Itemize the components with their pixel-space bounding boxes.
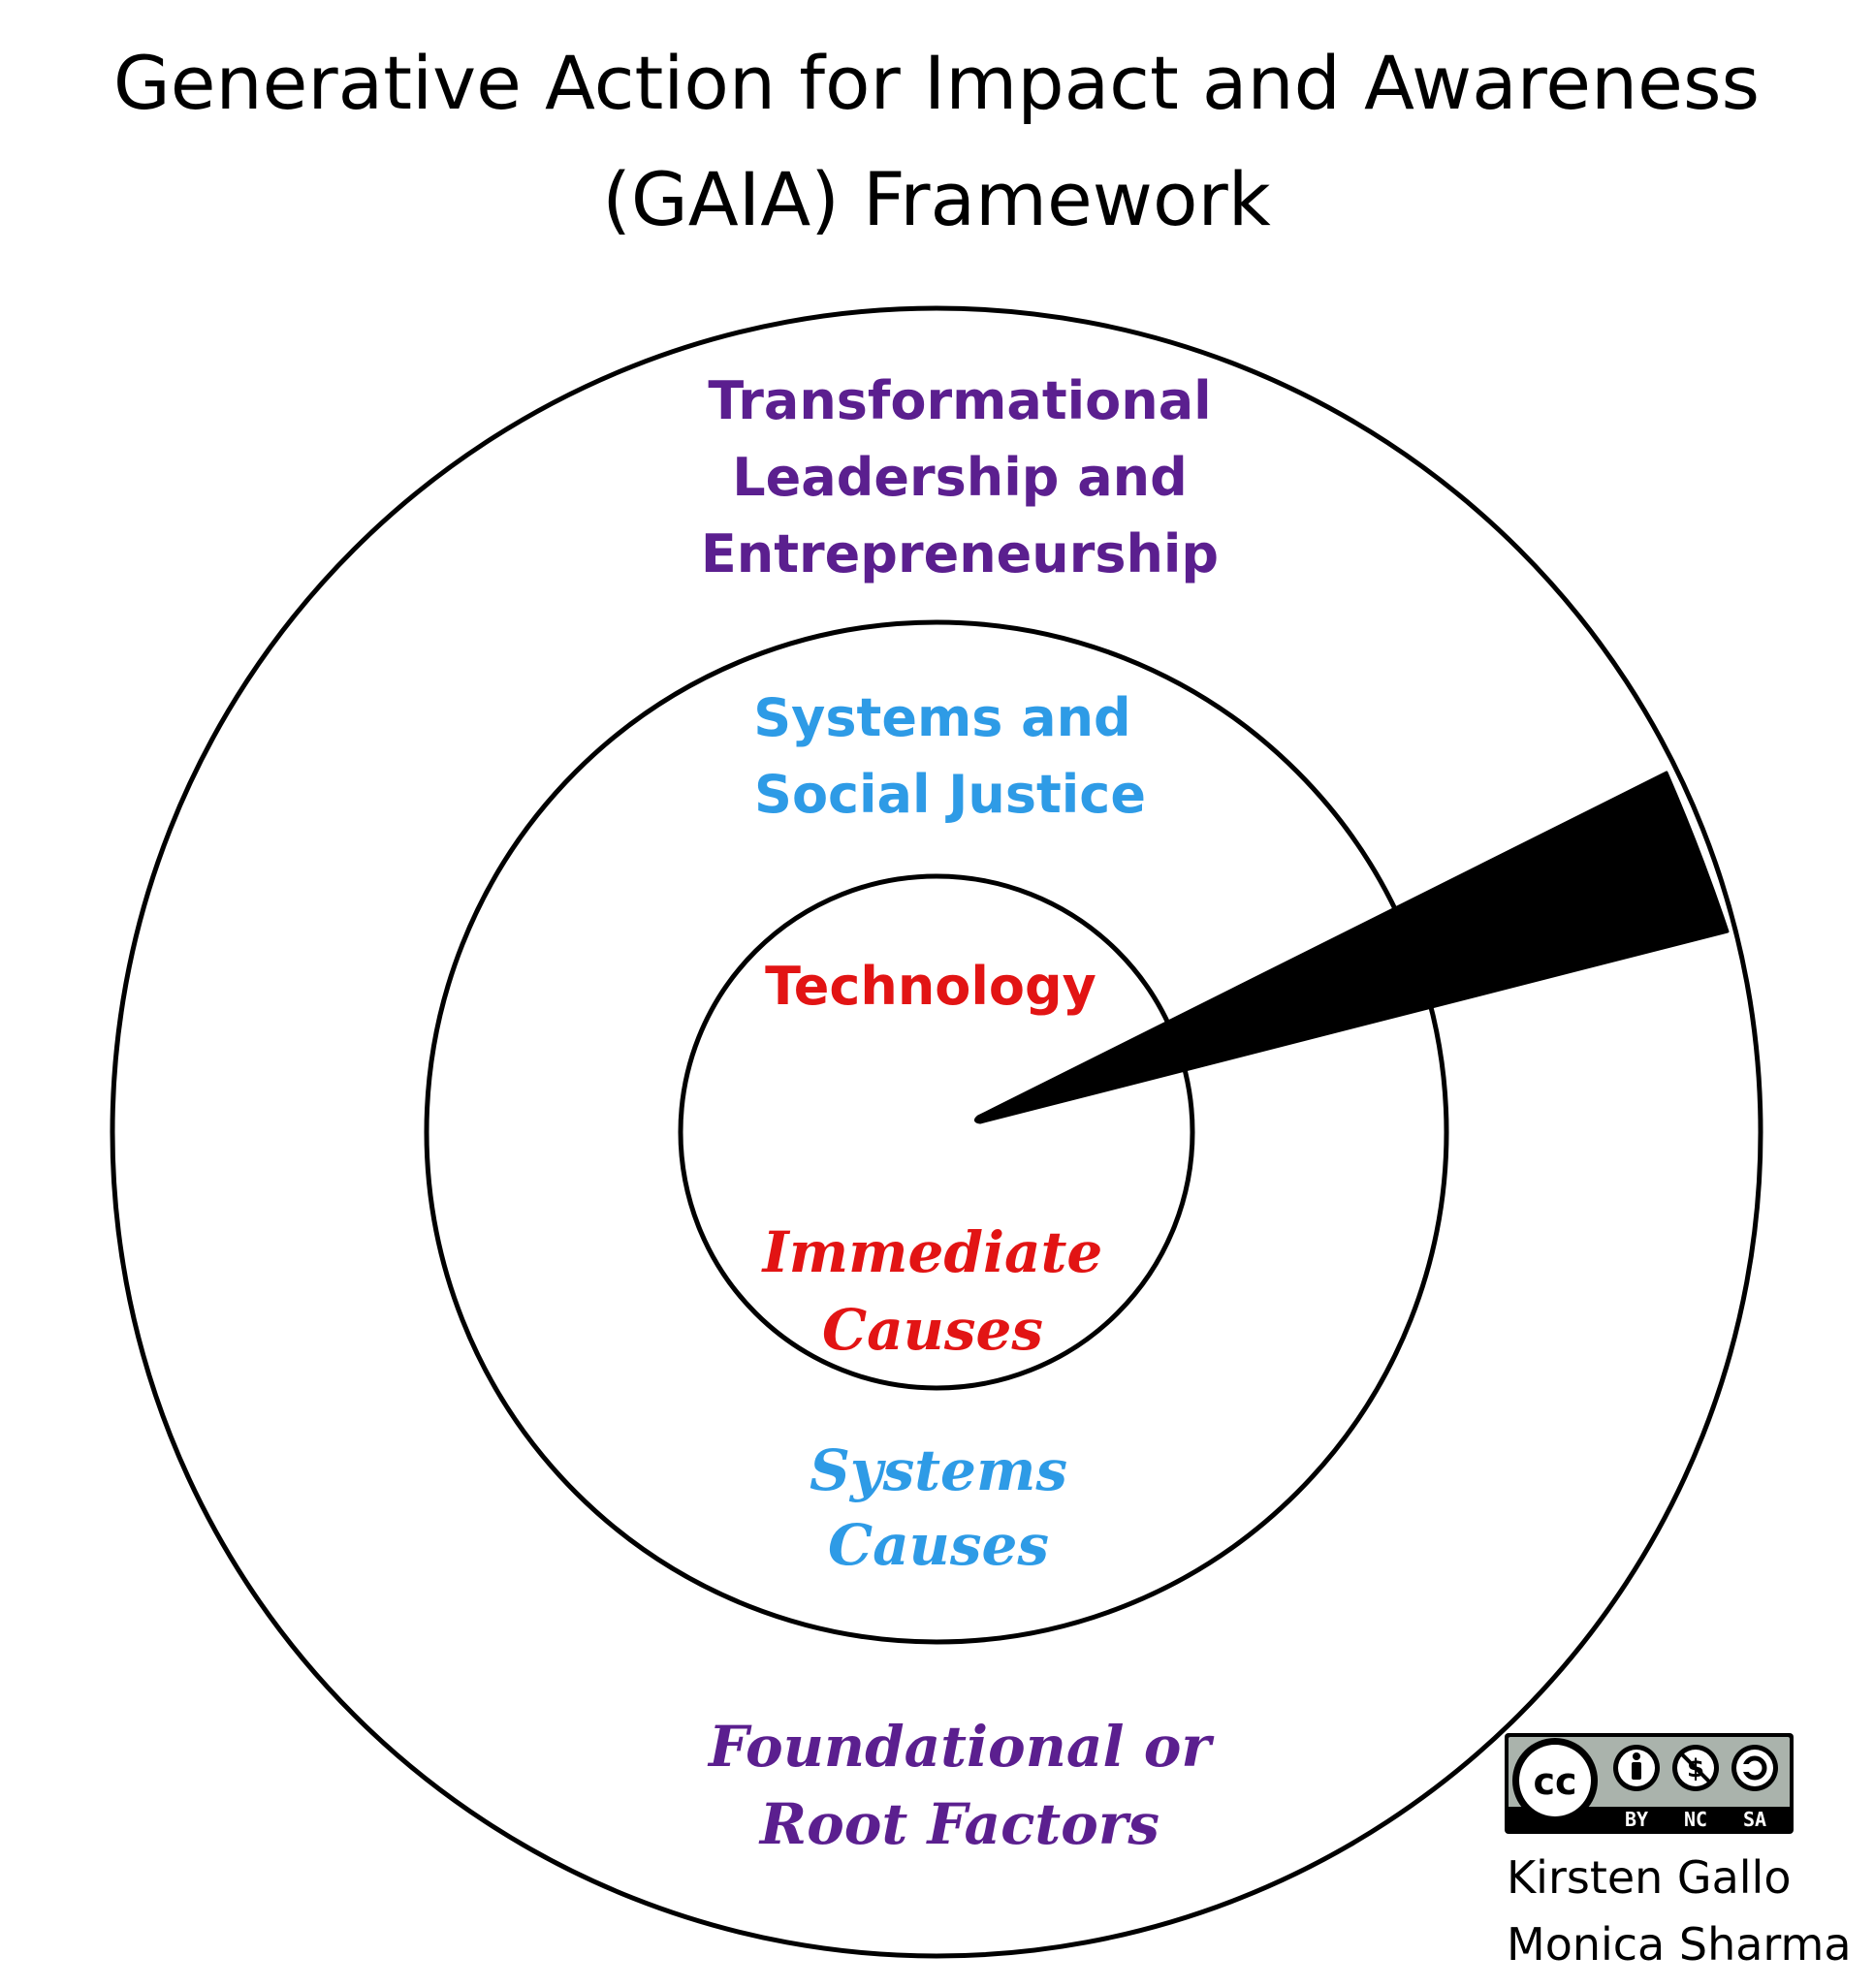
middle-bottom-line: Systems xyxy=(810,1437,1067,1503)
inner-bottom-line: Causes xyxy=(822,1297,1043,1363)
outer-ring-bottom-label: Foundational or Root Factors xyxy=(707,1714,1215,1857)
outer-top-line: Transformational xyxy=(708,370,1211,431)
creative-commons-by-nc-sa-icon: cc $ BY NC SA xyxy=(1505,1733,1794,1834)
outer-bottom-line: Root Factors xyxy=(758,1791,1159,1857)
by-attribution-icon xyxy=(1613,1745,1660,1791)
sa-sharealike-icon xyxy=(1731,1745,1778,1791)
middle-ring-bottom-label: Systems Causes xyxy=(810,1437,1067,1578)
outer-top-line: Leadership and xyxy=(732,447,1187,508)
badge-label-by: BY xyxy=(1625,1808,1648,1831)
middle-bottom-line: Causes xyxy=(828,1512,1049,1578)
inner-ring-top-label: Technology xyxy=(765,956,1096,1017)
middle-top-line: Systems and xyxy=(753,687,1130,748)
inner-top-line: Technology xyxy=(765,956,1096,1017)
middle-ring xyxy=(424,619,1449,1645)
cc-mark-glyph: cc xyxy=(1533,1760,1576,1803)
badge-label-nc: NC xyxy=(1684,1808,1707,1831)
wedge-pointer xyxy=(973,771,1730,1124)
author-name: Monica Sharma xyxy=(1507,1918,1852,1971)
outer-ring-top-label: Transformational Leadership and Entrepre… xyxy=(701,370,1219,584)
inner-bottom-line: Immediate xyxy=(761,1219,1103,1285)
outer-top-line: Entrepreneurship xyxy=(701,523,1219,584)
middle-top-line: Social Justice xyxy=(754,764,1146,825)
title-line-2: (GAIA) Framework xyxy=(602,156,1270,242)
author-name: Kirsten Gallo xyxy=(1507,1851,1791,1904)
middle-ring-top-label: Systems and Social Justice xyxy=(753,687,1146,825)
nc-noncommercial-icon: $ xyxy=(1672,1745,1719,1791)
outer-bottom-line: Foundational or xyxy=(707,1714,1215,1780)
inner-ring-bottom-label: Immediate Causes xyxy=(761,1219,1103,1363)
inner-ring xyxy=(678,873,1195,1391)
badge-label-sa: SA xyxy=(1743,1808,1766,1831)
title-line-1: Generative Action for Impact and Awarene… xyxy=(113,40,1760,126)
outer-ring xyxy=(110,305,1763,1959)
